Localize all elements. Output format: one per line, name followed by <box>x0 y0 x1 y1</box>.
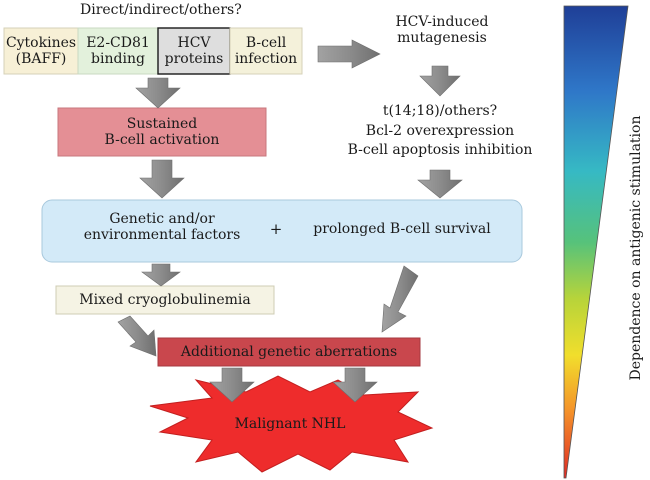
bcell-infection-box <box>229 27 303 75</box>
factors-line1: Genetic and/or <box>109 211 215 227</box>
aberrations-label: Additional genetic aberrations <box>180 343 398 360</box>
aberrations-box <box>157 337 421 367</box>
factors-box <box>41 199 523 263</box>
factors-label: Genetic and/or environmental factors <box>72 211 252 243</box>
apoptosis-text: B-cell apoptosis inhibition <box>347 142 533 159</box>
cytokines-box <box>3 27 79 75</box>
arrow-activation-to-factors <box>139 159 185 199</box>
sustained-line2: B-cell activation <box>104 132 220 148</box>
arrow-to-mutagenesis <box>317 39 381 69</box>
sustained-activation-box <box>57 107 267 157</box>
e2cd81-box <box>77 27 159 75</box>
survival-label: prolonged B-cell survival <box>313 221 491 237</box>
malignant-nhl-label: Malignant NHL <box>234 415 346 432</box>
hcv-line2: proteins <box>164 51 224 67</box>
side-axis-label: Dependence on antigenic stimulation <box>628 115 644 381</box>
e2cd81-line2: binding <box>91 51 145 67</box>
arrow-survival-to-aberrations <box>381 265 419 333</box>
arrow-aberrations-to-nhl-right <box>332 367 378 403</box>
arrow-mutagenesis-to-bcl2 <box>419 65 461 97</box>
plus-sign: + <box>269 220 283 238</box>
mutagenesis-line2: mutagenesis <box>397 30 487 47</box>
bcell-line2: infection <box>234 51 298 67</box>
mutagenesis-line1: HCV-induced <box>395 14 489 30</box>
cryoglobulinemia-box <box>55 285 275 315</box>
cytokines-line2: (BAFF) <box>15 51 67 67</box>
arrow-aberrations-to-nhl-left <box>209 367 255 403</box>
arrow-mechanisms-to-activation <box>135 77 181 109</box>
top-question: Direct/indirect/others? <box>80 2 242 18</box>
malignant-nhl-star <box>149 375 434 473</box>
mutagenesis-label: HCV-induced mutagenesis <box>382 14 502 46</box>
hcv-proteins-box <box>157 27 231 75</box>
antigenic-stimulation-wedge <box>563 5 629 479</box>
e2cd81-line1: E2-CD81 <box>86 34 150 51</box>
right-mechanism-list: t(14;18)/others? Bcl-2 overexpression B-… <box>338 102 542 161</box>
cytokines-label: Cytokines(BAFF) <box>4 28 78 74</box>
hcv-line1: HCV <box>177 34 211 51</box>
arrow-factors-to-cryo <box>141 263 181 287</box>
cryoglobulinemia-label: Mixed cryoglobulinemia <box>79 291 251 308</box>
bcl2-text: Bcl-2 overexpression <box>365 122 515 139</box>
arrow-cryo-to-aberrations <box>117 315 157 357</box>
bcell-line1: B-cell <box>245 34 287 51</box>
cytokines-line1: Cytokines <box>5 34 77 51</box>
sustained-line1: Sustained <box>126 115 198 132</box>
arrow-apoptosis-to-factors <box>417 169 463 199</box>
factors-line2: environmental factors <box>83 227 241 244</box>
translocation-text: t(14;18)/others? <box>382 103 498 119</box>
